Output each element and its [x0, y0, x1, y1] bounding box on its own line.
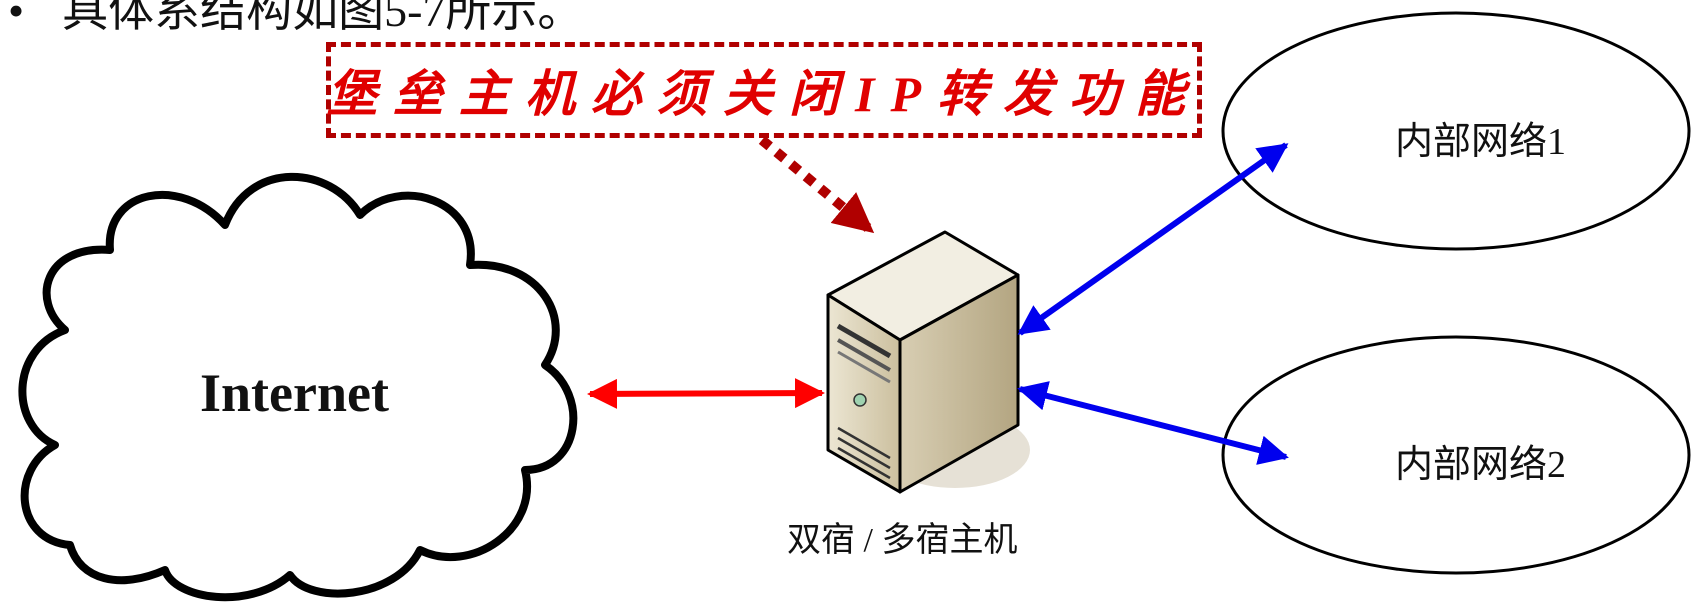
host-internal-1-link: [1017, 142, 1289, 336]
internal-network-1-label: 内部网络1: [1395, 121, 1567, 163]
internal-network-1-ellipse: [1221, 11, 1691, 251]
host-label: 双宿 / 多宿主机: [787, 522, 1018, 559]
callout-box: 堡垒主机必须关闭IP转发功能: [326, 42, 1202, 138]
host-internal-2-link: [1017, 381, 1289, 465]
slide-heading: • 具体系结构如图5-7所示。: [8, 0, 583, 40]
internet-label: Internet: [200, 363, 389, 423]
internet-host-link: [587, 378, 825, 409]
heading-text: 具体系结构如图5-7所示。: [62, 0, 584, 36]
internet-cloud: [18, 172, 578, 602]
callout-text: 堡垒主机必须关闭IP转发功能: [327, 66, 1201, 122]
internal-network-2-label: 内部网络2: [1395, 444, 1567, 486]
bullet: •: [8, 0, 25, 36]
callout-pointer: [758, 136, 875, 234]
